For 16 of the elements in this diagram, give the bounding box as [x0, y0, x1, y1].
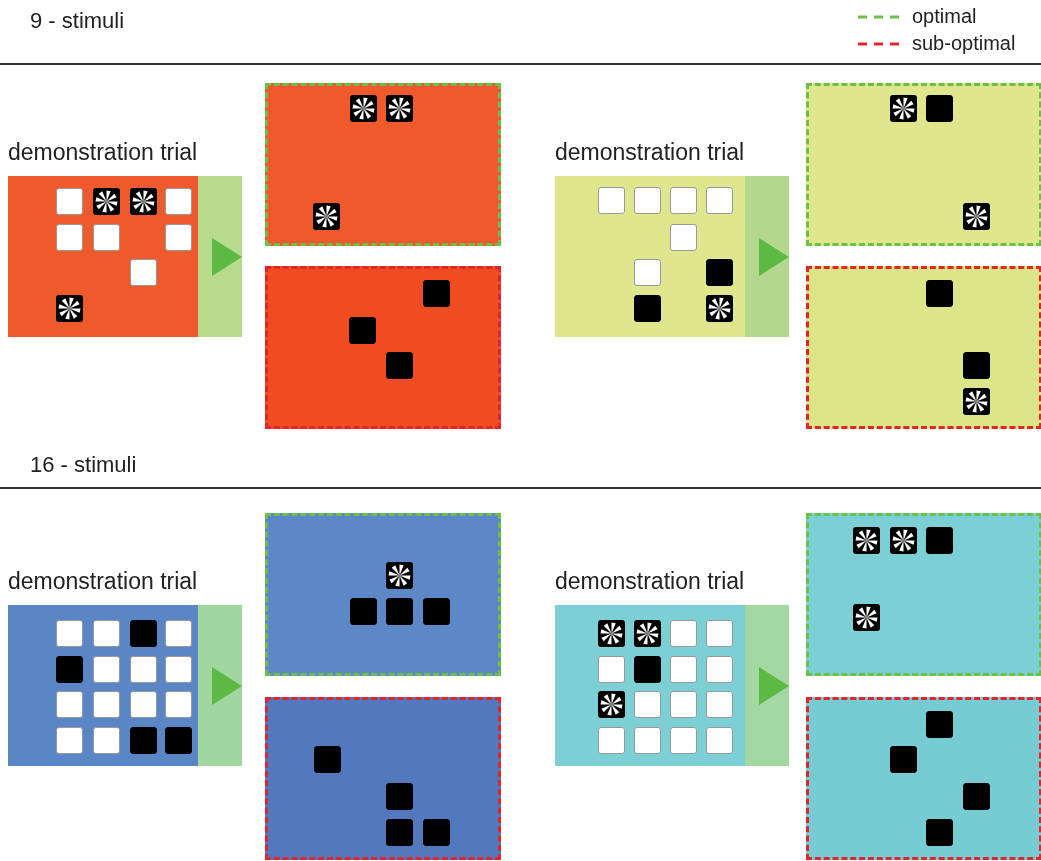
response-panel — [265, 697, 501, 860]
legend-text: optimal — [912, 5, 977, 28]
response-panel — [265, 83, 501, 246]
panel-heading: demonstration trial — [555, 138, 746, 167]
response-panel — [265, 266, 501, 429]
section-title: 16 - stimuli — [30, 452, 137, 478]
response-panel — [806, 513, 1041, 676]
response-panel — [806, 83, 1041, 246]
response-panel — [806, 266, 1041, 429]
panel-heading: demonstration trial — [8, 138, 199, 167]
response-panel — [806, 697, 1041, 860]
response-panel — [265, 513, 501, 676]
section-title: 9 - stimuli — [30, 8, 125, 34]
legend-text: sub-optimal — [912, 32, 1016, 55]
panel-heading: demonstration trial — [8, 567, 199, 596]
panel-heading: demonstration trial — [555, 567, 746, 596]
